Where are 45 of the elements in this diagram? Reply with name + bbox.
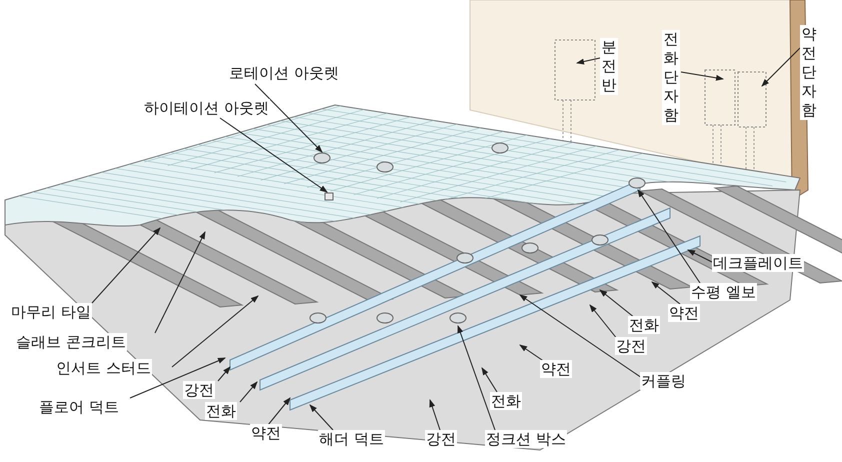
part-label: 전화 [490, 392, 522, 410]
part-label: 하이테이션 아웃렛 [143, 99, 270, 117]
leader-line [429, 399, 440, 430]
leader-line [172, 295, 259, 368]
leader-line [240, 381, 258, 402]
leader-line [680, 72, 724, 81]
leader-line [92, 227, 161, 304]
leader-line [254, 84, 323, 153]
leader-line [599, 289, 636, 318]
leader-line [154, 231, 206, 334]
leader-line [576, 58, 600, 64]
leader-line [309, 404, 334, 430]
leader-line [218, 366, 231, 382]
part-label: 강전 [615, 337, 647, 355]
part-label: 마무리 타일 [10, 303, 92, 321]
part-label: 커플링 [640, 372, 687, 390]
leader-line [458, 325, 496, 430]
part-label: 전화 [628, 316, 660, 334]
leader-line [687, 250, 712, 262]
part-label: 약전단자함 [800, 25, 818, 120]
part-label: 전화 [205, 402, 237, 420]
leader-line [268, 397, 291, 426]
part-label: 인서트 스터드 [55, 359, 152, 377]
part-label: 로테이션 아웃렛 [228, 64, 340, 82]
part-label: 강전 [183, 381, 215, 399]
leader-line [220, 118, 328, 193]
part-label: 분전반 [600, 38, 618, 95]
part-label: 전화단자함 [662, 30, 680, 125]
leader-line [481, 367, 498, 392]
part-label: 강전 [425, 430, 457, 448]
leader-line [651, 281, 680, 304]
leader-line [519, 344, 546, 362]
leader-line [130, 358, 226, 398]
part-label: 약전 [540, 360, 572, 378]
leader-line [519, 294, 642, 378]
leader-line [637, 189, 700, 284]
part-label: 슬래브 콘크리트 [15, 333, 127, 351]
part-label: 정크션 박스 [485, 430, 567, 448]
part-label: 약전 [668, 304, 700, 322]
part-label: 약전 [250, 424, 282, 442]
part-label: 플로어 덕트 [38, 398, 120, 416]
part-label: 수평 엘보 [690, 283, 757, 301]
part-label: 데크플레이트 [712, 254, 804, 272]
leader-line [761, 48, 800, 87]
part-label: 해더 덕트 [318, 430, 385, 448]
